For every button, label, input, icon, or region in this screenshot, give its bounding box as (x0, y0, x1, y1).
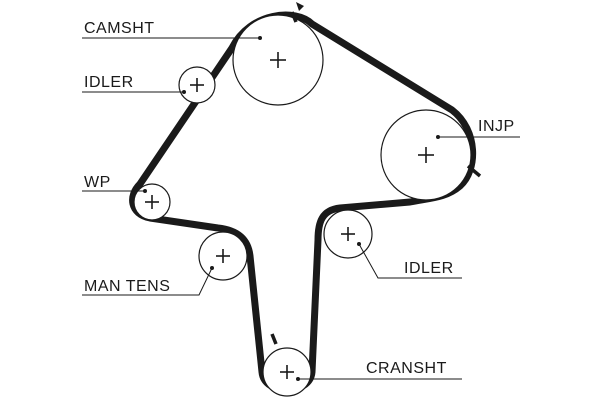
injection-pump-pulley (380, 109, 472, 201)
idler-right-leader (358, 243, 462, 279)
camshaft-label: CAMSHT (84, 20, 155, 37)
injection-pump-label: INJP (478, 118, 515, 135)
manual-tensioner-leader (82, 267, 213, 296)
idler-top-label: IDLER (84, 74, 134, 91)
idler-right-pulley (323, 209, 373, 259)
camshaft-timing-arrow (296, 2, 304, 11)
water-pump-label: WP (84, 174, 111, 191)
crankshaft-timing-mark (270, 333, 278, 345)
injection-pump-timing-mark (466, 164, 482, 178)
idler-right-label: IDLER (404, 260, 454, 277)
manual-tensioner-pulley (198, 231, 248, 281)
camshaft-pulley (232, 14, 324, 106)
water-pump-pulley (133, 183, 171, 221)
camshaft-timing-mark (290, 11, 298, 23)
idler-top-pulley (178, 66, 216, 104)
crankshaft-label: CRANSHT (366, 360, 447, 377)
timing-belt (129, 11, 476, 394)
manual-tensioner-label: MAN TENS (84, 278, 170, 295)
crankshaft-pulley (262, 347, 312, 397)
